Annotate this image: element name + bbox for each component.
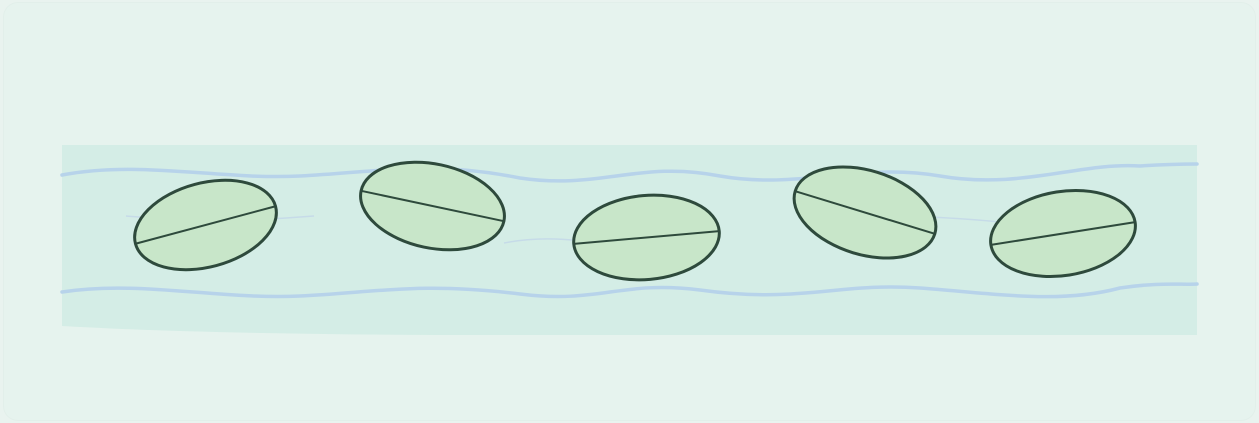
diagram-svg: [0, 0, 1259, 423]
